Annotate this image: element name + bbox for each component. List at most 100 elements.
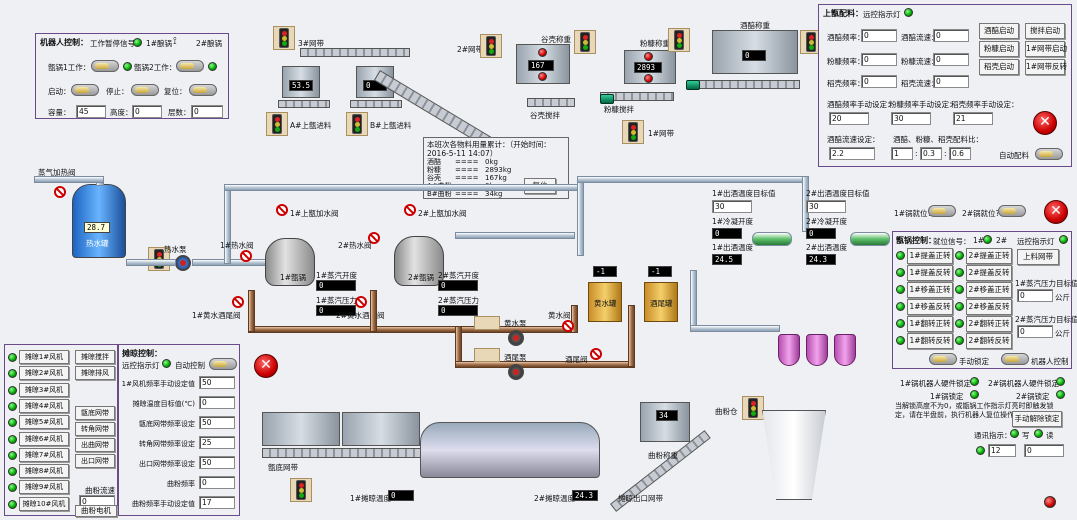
reset-switch[interactable]: [189, 84, 217, 96]
wine-start-button[interactable]: 酒醅启动: [979, 23, 1019, 39]
belt-up-button[interactable]: 上料网带: [1017, 249, 1059, 265]
upper-valve2-icon[interactable]: [404, 204, 416, 216]
fan-button[interactable]: 摊晾9#风机: [19, 480, 69, 495]
cool-setting-input[interactable]: 0: [199, 476, 235, 489]
pot2-action-button[interactable]: 2#提盖反转: [966, 265, 1012, 281]
pot1-action-button[interactable]: 1#移盖正转: [907, 282, 953, 298]
cool-setting-input[interactable]: 0: [199, 396, 235, 409]
belt-button[interactable]: 出曲网带: [75, 438, 115, 452]
yellow-pump-label: 黄水泵: [504, 319, 527, 328]
tail-valve-icon[interactable]: [590, 348, 602, 360]
pot1-action-button[interactable]: 1#翻转反转: [907, 333, 953, 349]
steam1-target-input[interactable]: 0: [1017, 289, 1053, 302]
bran-freq-input[interactable]: 0: [861, 53, 897, 66]
pot2-action-button[interactable]: 2#提盖正转: [966, 248, 1012, 264]
fan-button[interactable]: 摊晾7#风机: [19, 447, 69, 462]
fan-button[interactable]: 摊晾5#风机: [19, 415, 69, 430]
belt-button[interactable]: 甑底网带: [75, 406, 115, 420]
pot1-action-button[interactable]: 1#提盖反转: [907, 265, 953, 281]
belt-button[interactable]: 摊晾搅拌: [75, 350, 115, 364]
cool-setting-input[interactable]: 50: [199, 456, 235, 469]
hot-pump-icon[interactable]: [175, 255, 191, 271]
yellow-pump-icon[interactable]: [508, 330, 524, 346]
close-icon[interactable]: ✕: [1033, 111, 1057, 135]
fan-button[interactable]: 摊晾3#风机: [19, 382, 69, 397]
fan-button[interactable]: 摊晾2#风机: [19, 366, 69, 381]
tail-pump-label: 酒尾泵: [504, 353, 527, 362]
robot-ctrl-switch[interactable]: [1001, 353, 1029, 365]
height-input[interactable]: 0: [132, 105, 162, 118]
close-icon[interactable]: ✕: [254, 354, 278, 378]
bran-flow-input[interactable]: 0: [933, 53, 969, 66]
tail-pump-icon[interactable]: [508, 364, 524, 380]
capacity-input[interactable]: 45: [76, 105, 106, 118]
tail-valve2-icon[interactable]: [355, 296, 367, 308]
ratio-2-input[interactable]: 0.3: [920, 147, 942, 160]
qu-motor-button[interactable]: 曲粉电机: [75, 505, 117, 517]
cool-setting-input[interactable]: 50: [199, 376, 235, 389]
pot2-work-switch[interactable]: [176, 60, 204, 72]
yellow-valve-icon[interactable]: [562, 320, 574, 332]
fan-button[interactable]: 摊晾6#风机: [19, 431, 69, 446]
layers-input[interactable]: 0: [191, 105, 223, 118]
belt-button[interactable]: 转角网带: [75, 422, 115, 436]
fan-button[interactable]: 摊晾1#风机: [19, 350, 69, 364]
cool-setting-input[interactable]: 17: [199, 496, 235, 509]
manual-lock-switch[interactable]: [929, 353, 957, 365]
steam2-target-input[interactable]: 0: [1017, 325, 1053, 338]
stop-switch[interactable]: [131, 84, 159, 96]
cool-setting-input[interactable]: 50: [199, 416, 235, 429]
robot-hard2-label: 2#锅机器人硬件锁定: [988, 379, 1060, 388]
belt-button[interactable]: 摊晾排风: [75, 366, 115, 380]
pot2-action-button[interactable]: 2#移盖正转: [966, 282, 1012, 298]
grain-start-button[interactable]: 稻壳启动: [979, 59, 1019, 75]
auto-switch[interactable]: [209, 358, 237, 370]
pot2-ready-switch[interactable]: [998, 205, 1026, 217]
start-switch[interactable]: [71, 84, 99, 96]
fan-button[interactable]: 摊晾10#风机: [19, 496, 69, 511]
collector-1: [778, 334, 800, 366]
belt-button[interactable]: 出口网带: [75, 454, 115, 468]
cool-setting-label: 1#风机频率手动设定值: [121, 380, 195, 388]
feed-valve2-icon[interactable]: [368, 232, 380, 244]
tail-valve1-icon[interactable]: [232, 296, 244, 308]
out-target1-input[interactable]: 30: [712, 200, 752, 213]
auto-mix-switch[interactable]: [1035, 148, 1063, 160]
pot2-action-button[interactable]: 2#翻转反转: [966, 333, 1012, 349]
fan-button[interactable]: 摊晾8#风机: [19, 464, 69, 479]
grain-flow-input[interactable]: 0: [933, 75, 969, 88]
cool-setting-input[interactable]: 25: [199, 436, 235, 449]
wine-manual-input[interactable]: 20: [829, 112, 869, 125]
ratio-1-input[interactable]: 1: [891, 147, 913, 160]
wine-freq-input[interactable]: 0: [861, 29, 897, 42]
bran-manual-input[interactable]: 30: [891, 112, 931, 125]
manual-unlock-button[interactable]: 手动解除锁定: [1012, 411, 1062, 427]
read-led: [1034, 429, 1043, 438]
fan-button[interactable]: 摊晾4#风机: [19, 398, 69, 413]
upper-valve1-icon[interactable]: [276, 204, 288, 216]
bran-start-button[interactable]: 粉糠启动: [979, 41, 1019, 57]
pot1-work-switch[interactable]: [91, 60, 119, 72]
pot1-ready-switch[interactable]: [928, 205, 956, 217]
wine-manual-label: 酒醅频率手动设定：: [827, 100, 895, 109]
lock1-label: 1#锅锁定: [930, 392, 964, 401]
summary-dash: ====: [455, 158, 479, 166]
out-target2-input[interactable]: 30: [806, 200, 846, 213]
ratio-3-input[interactable]: 0.6: [949, 147, 971, 160]
mix-start-button[interactable]: 搅拌启动: [1025, 23, 1065, 39]
feed-valve1-icon[interactable]: [240, 250, 252, 262]
pot1-action-button[interactable]: 1#提盖正转: [907, 248, 953, 264]
grain-freq-input[interactable]: 0: [861, 75, 897, 88]
grain-manual-input[interactable]: 21: [953, 112, 993, 125]
pot2-action-button[interactable]: 2#移盖反转: [966, 299, 1012, 315]
steam-valve-icon[interactable]: [54, 186, 66, 198]
pot1-action-button[interactable]: 1#翻转正转: [907, 316, 953, 332]
pot1-action-button[interactable]: 1#移盖反转: [907, 299, 953, 315]
belt1-reverse-button[interactable]: 1#网带反转: [1025, 59, 1067, 75]
close-icon[interactable]: ✕: [1044, 200, 1068, 224]
wine-flow-input[interactable]: 0: [933, 29, 969, 42]
wine-flow-set-input[interactable]: 2.2: [829, 147, 875, 160]
toggle-icon[interactable]: ⟟: [173, 36, 177, 47]
pot2-action-button[interactable]: 2#翻转正转: [966, 316, 1012, 332]
belt1-start-button[interactable]: 1#网带启动: [1025, 41, 1067, 57]
